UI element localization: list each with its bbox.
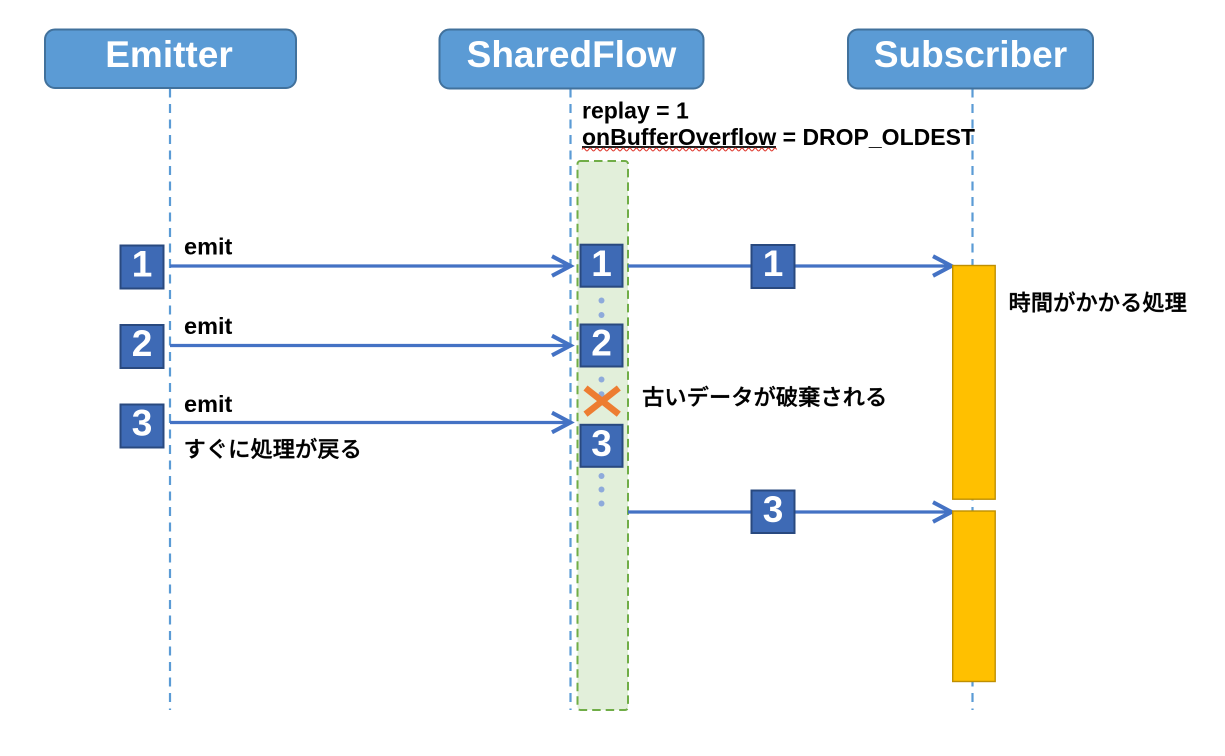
- svg-text:1: 1: [132, 244, 153, 285]
- svg-text:replay = 1: replay = 1: [582, 97, 689, 123]
- svg-text:Subscriber: Subscriber: [874, 34, 1067, 75]
- svg-text:2: 2: [591, 323, 612, 364]
- svg-text:SharedFlow: SharedFlow: [467, 34, 677, 75]
- svg-text:emit: emit: [184, 234, 232, 260]
- svg-text:emit: emit: [184, 391, 232, 417]
- svg-text:emit: emit: [184, 313, 232, 339]
- svg-text:onBufferOverflow = DROP_OLDEST: onBufferOverflow = DROP_OLDEST: [582, 124, 975, 150]
- svg-text:Emitter: Emitter: [105, 34, 232, 75]
- svg-text:3: 3: [132, 403, 153, 444]
- svg-text:1: 1: [591, 243, 612, 284]
- svg-text:3: 3: [591, 423, 612, 464]
- svg-text:1: 1: [763, 243, 784, 284]
- svg-text:2: 2: [132, 323, 153, 364]
- svg-text:3: 3: [763, 489, 784, 530]
